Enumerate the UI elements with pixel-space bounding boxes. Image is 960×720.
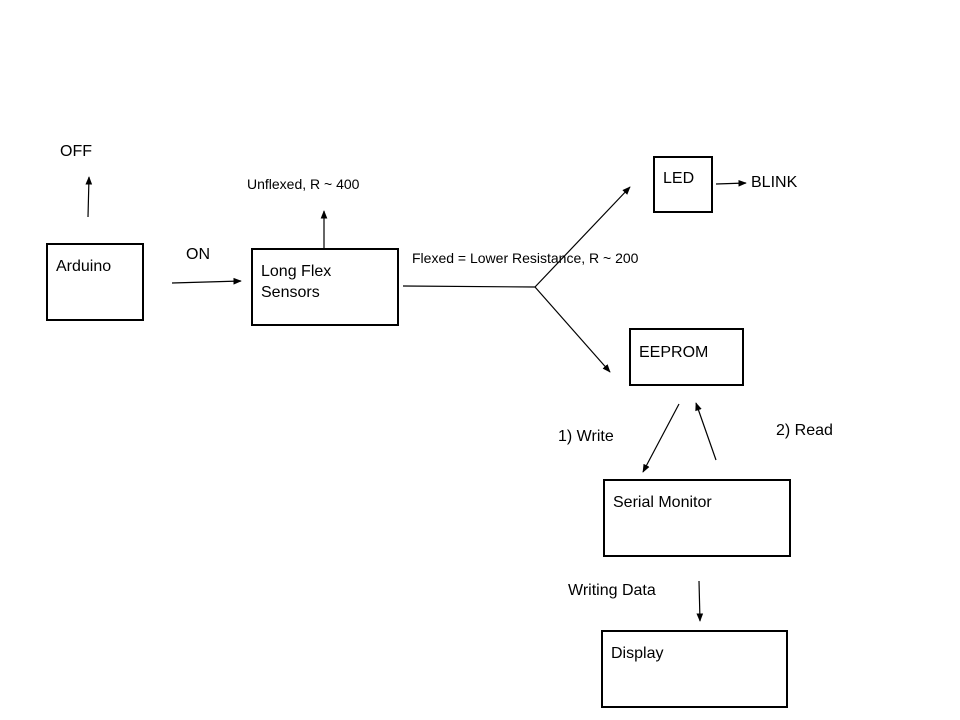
flex-sensors-label: Long Flex Sensors — [261, 263, 332, 301]
arrow-serial-to-display — [696, 580, 704, 622]
arrow-led-to-blink — [715, 179, 747, 187]
serial-monitor-label: Serial Monitor — [613, 494, 712, 511]
flexed-label: Flexed = Lower Resistance, R ~ 200 — [412, 250, 639, 266]
arduino-label: Arduino — [56, 258, 112, 275]
unflexed-label: Unflexed, R ~ 400 — [247, 176, 360, 192]
write-label: 1) Write — [558, 428, 614, 445]
off-label: OFF — [60, 143, 92, 160]
blink-label: BLINK — [751, 174, 798, 191]
arrow-arduino-to-flex — [171, 277, 242, 285]
arrow-eeprom-write — [642, 403, 680, 473]
serial-monitor-box — [603, 479, 791, 557]
line-flex-to-branch — [402, 285, 536, 288]
arrow-branch-to-led — [534, 186, 631, 288]
led-label: LED — [663, 170, 695, 187]
display-box — [601, 630, 788, 708]
display-label: Display — [611, 645, 664, 662]
arrow-arduino-off — [85, 176, 93, 218]
arduino-box — [46, 243, 144, 321]
led-box — [653, 156, 713, 213]
on-label: ON — [186, 246, 210, 263]
eeprom-box — [629, 328, 744, 386]
read-label: 2) Read — [776, 422, 833, 439]
arrow-eeprom-read — [695, 402, 717, 461]
writing-data-label: Writing Data — [568, 582, 656, 599]
eeprom-label: EEPROM — [639, 344, 709, 361]
arrow-branch-to-eeprom — [534, 286, 611, 373]
flex-sensors-box — [251, 248, 399, 326]
